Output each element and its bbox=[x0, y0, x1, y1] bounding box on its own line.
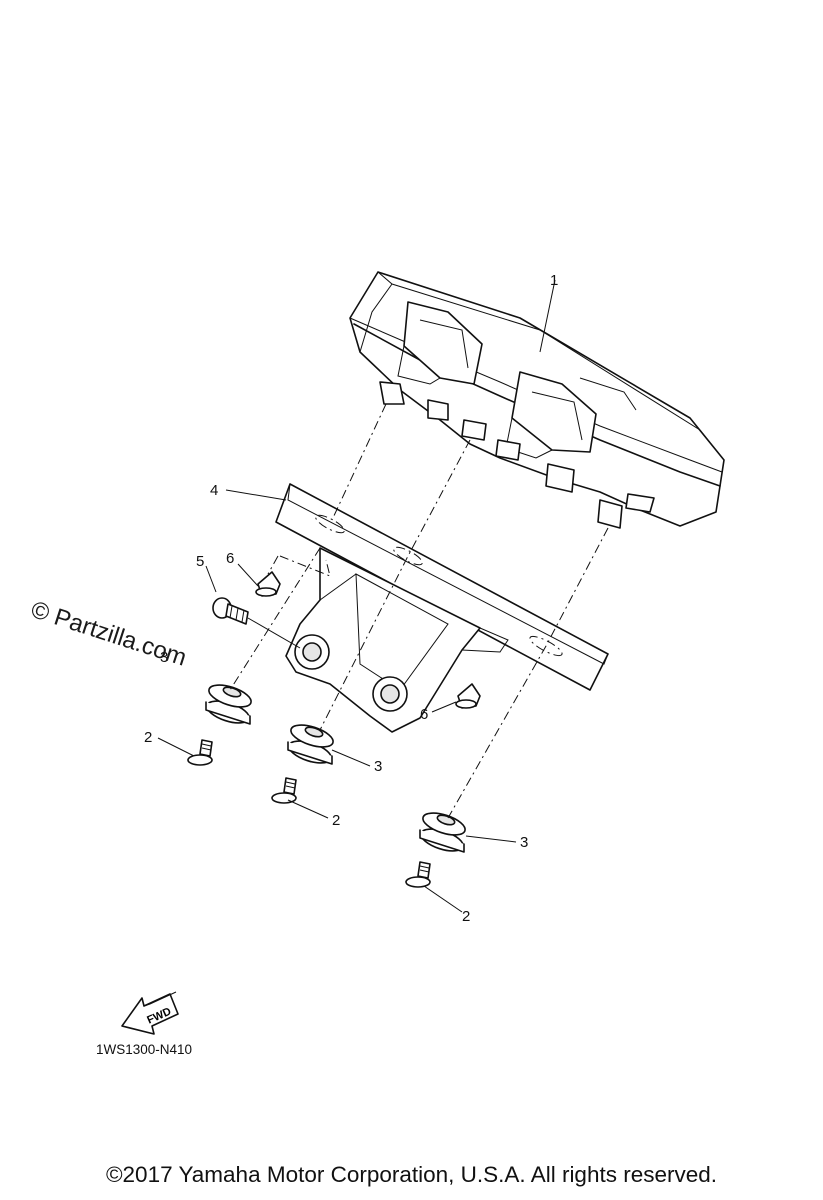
screw-2-right bbox=[405, 861, 431, 888]
bolt-5 bbox=[212, 597, 249, 625]
assembly-centre-lines bbox=[229, 403, 609, 819]
screw-2-left bbox=[187, 739, 213, 766]
diagram-code: 1WS1300-N410 bbox=[96, 1042, 193, 1057]
callout-3-right: 3 bbox=[520, 834, 528, 851]
callout-2-right: 2 bbox=[462, 908, 470, 925]
callout-6-lower: 6 bbox=[420, 706, 428, 723]
screw-2-middle bbox=[271, 777, 297, 804]
grommet-3-middle bbox=[287, 724, 334, 765]
plug-6-lower bbox=[455, 683, 481, 709]
callout-6-upper: 6 bbox=[226, 550, 234, 567]
callout-2-middle: 2 bbox=[332, 812, 340, 829]
grommet-3-right bbox=[419, 812, 466, 853]
grommet-3-left bbox=[205, 684, 252, 725]
meter-assembly bbox=[349, 271, 725, 529]
callout-2-left: 2 bbox=[144, 729, 152, 746]
callout-1: 1 bbox=[550, 272, 558, 289]
plug-6-upper bbox=[255, 571, 281, 597]
callout-3-left: 3 bbox=[160, 649, 168, 666]
copyright-notice: ©2017 Yamaha Motor Corporation, U.S.A. A… bbox=[105, 1162, 718, 1187]
meter-bracket bbox=[275, 483, 609, 733]
callout-3-middle: 3 bbox=[374, 758, 382, 775]
callout-5: 5 bbox=[196, 553, 204, 570]
fwd-arrow-icon: FWD bbox=[121, 991, 179, 1035]
leader-lines bbox=[157, 279, 556, 913]
callout-4: 4 bbox=[210, 482, 218, 499]
